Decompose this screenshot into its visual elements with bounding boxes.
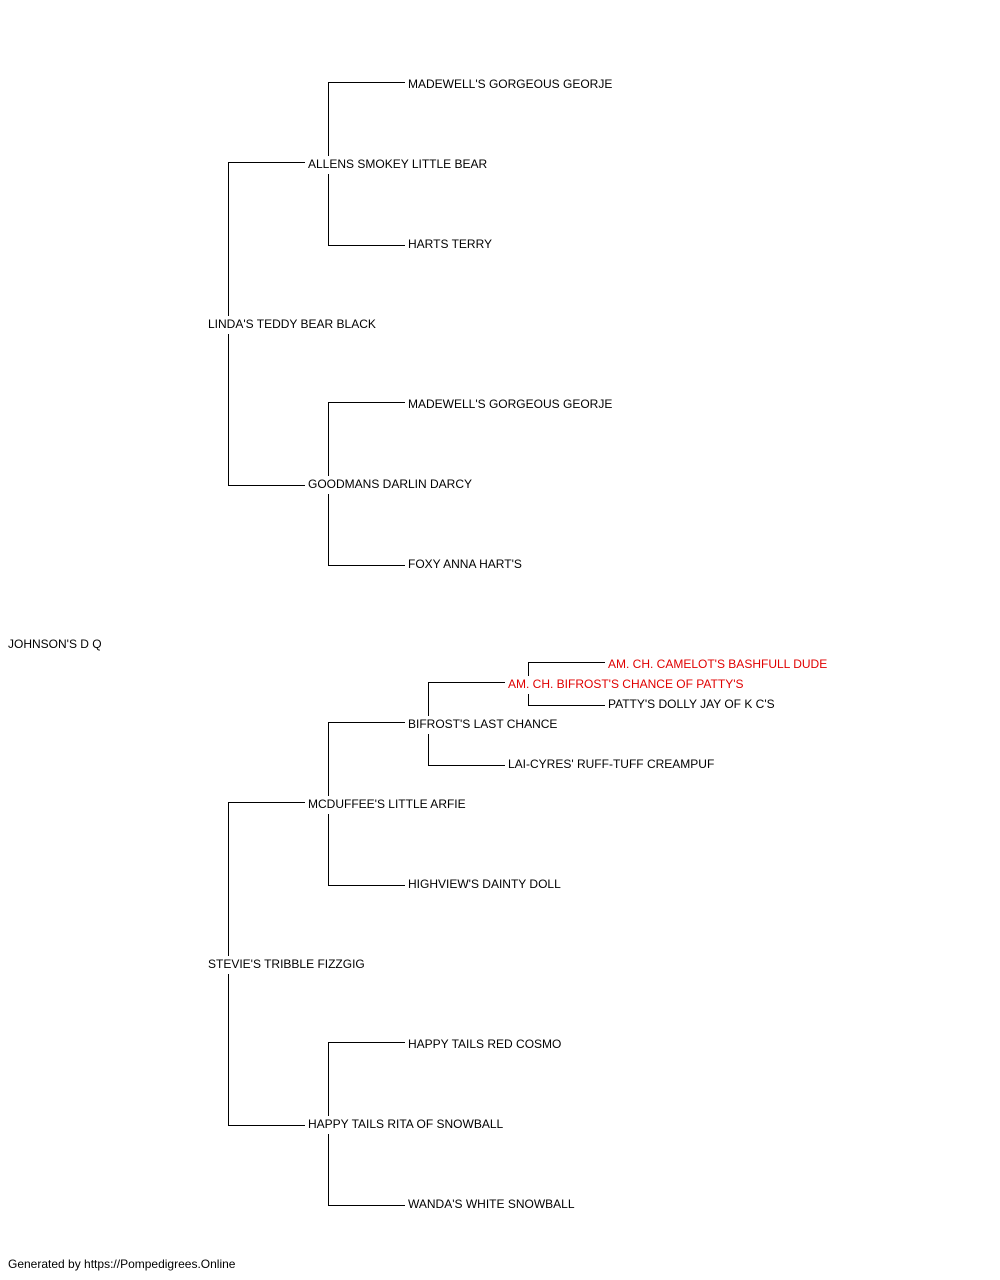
- bracket-maternal-granddam-upper: [328, 1042, 405, 1116]
- bracket-sire-upper: [328, 82, 405, 156]
- bracket-subject-lower: [228, 334, 305, 486]
- bracket-maternal-granddam-lower: [328, 1134, 405, 1206]
- ancestor-dsss-name: AM. CH. BIFROST'S CHANCE OF PATTY'S: [508, 677, 744, 691]
- paternal-grandsire-name: ALLENS SMOKEY LITTLE BEAR: [308, 157, 488, 171]
- ancestor-ddd-name: WANDA'S WHITE SNOWBALL: [408, 1197, 575, 1211]
- bracket-dam-of-sire-upper: [328, 402, 405, 476]
- subject-name: JOHNSON'S D Q: [8, 637, 102, 651]
- maternal-grandsire-name: MCDUFFEE'S LITTLE ARFIE: [308, 797, 466, 811]
- bracket-dam-upper: [228, 802, 305, 956]
- bracket-last-chance-upper: [428, 682, 505, 716]
- ancestor-dds-name: HAPPY TAILS RED COSMO: [408, 1037, 562, 1051]
- ancestor-sds-name: MADEWELL'S GORGEOUS GEORJE: [408, 397, 613, 411]
- ancestor-dssd-name: LAI-CYRES' RUFF-TUFF CREAMPUF: [508, 757, 715, 771]
- maternal-granddam-name: HAPPY TAILS RITA OF SNOWBALL: [308, 1117, 504, 1131]
- generator-credit: Generated by https://Pompedigrees.Online: [8, 1257, 236, 1271]
- dam-name: STEVIE'S TRIBBLE FIZZGIG: [208, 957, 365, 971]
- bracket-sire-lower: [328, 174, 405, 246]
- bracket-last-chance-lower: [428, 734, 505, 766]
- ancestor-dsd-name: HIGHVIEW'S DAINTY DOLL: [408, 877, 561, 891]
- ancestor-sss-name: MADEWELL'S GORGEOUS GEORJE: [408, 77, 613, 91]
- bracket-maternal-grandsire-upper: [328, 722, 405, 796]
- ancestor-dss-name: BIFROST'S LAST CHANCE: [408, 717, 558, 731]
- bracket-dam-lower: [228, 974, 305, 1126]
- paternal-granddam-name: GOODMANS DARLIN DARCY: [308, 477, 473, 491]
- bracket-maternal-grandsire-lower: [328, 814, 405, 886]
- ancestor-dsssd-name: PATTY'S DOLLY JAY OF K C'S: [608, 697, 775, 711]
- bracket-chance-of-pattys-lower: [528, 694, 605, 706]
- ancestor-dssss-name: AM. CH. CAMELOT'S BASHFULL DUDE: [608, 657, 828, 671]
- ancestor-ssd-name: HARTS TERRY: [408, 237, 493, 251]
- bracket-subject-upper: [228, 162, 305, 316]
- bracket-chance-of-pattys-upper: [528, 662, 605, 676]
- bracket-dam-of-sire-lower: [328, 494, 405, 566]
- ancestor-sdd-name: FOXY ANNA HART'S: [408, 557, 522, 571]
- sire-name: LINDA'S TEDDY BEAR BLACK: [208, 317, 376, 331]
